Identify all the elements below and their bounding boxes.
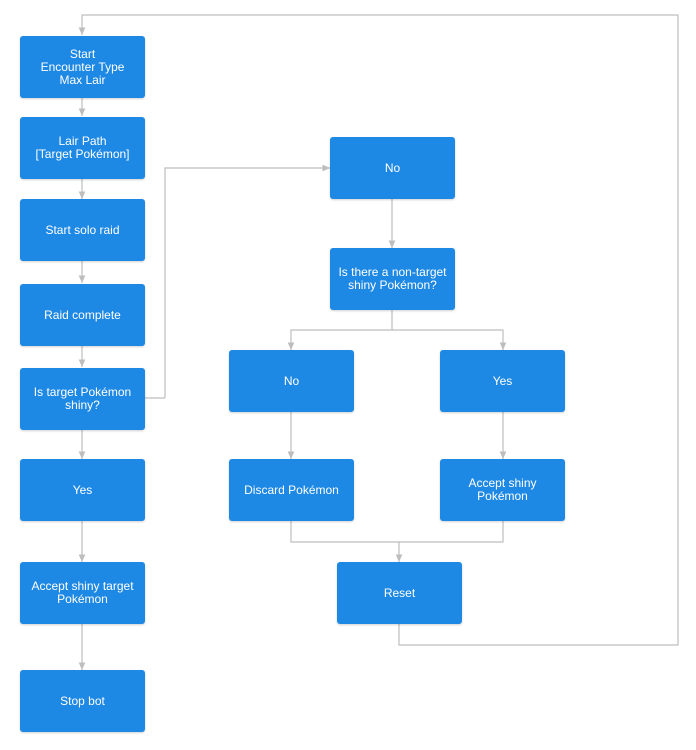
node-start-solo-raid: Start solo raid (20, 199, 145, 261)
edge-question-to-yes (392, 329, 507, 350)
node-reset: Reset (337, 562, 462, 624)
edge-accept-shiny-to-reset (399, 521, 504, 543)
edge-question-to-no (287, 310, 393, 350)
node-accept-shiny: Accept shiny Pokémon (440, 459, 565, 521)
node-start: Start Encounter Type Max Lair (20, 36, 145, 98)
edge-is-shiny-to-no (145, 164, 330, 399)
edge-discard-to-reset (290, 521, 403, 562)
node-yes-mid: Yes (440, 350, 565, 412)
node-no-top: No (330, 137, 455, 199)
node-raid-complete: Raid complete (20, 284, 145, 346)
node-discard: Discard Pokémon (229, 459, 354, 521)
node-accept-target: Accept shiny target Pokémon (20, 562, 145, 624)
node-lair-path: Lair Path [Target Pokémon] (20, 117, 145, 179)
node-is-target-shiny: Is target Pokémon shiny? (20, 368, 145, 430)
node-no-mid: No (229, 350, 354, 412)
edge-reset-loop-to-start (78, 14, 679, 646)
node-non-target-question: Is there a non-target shiny Pokémon? (330, 248, 455, 310)
node-stop-bot: Stop bot (20, 670, 145, 732)
node-yes-left: Yes (20, 459, 145, 521)
